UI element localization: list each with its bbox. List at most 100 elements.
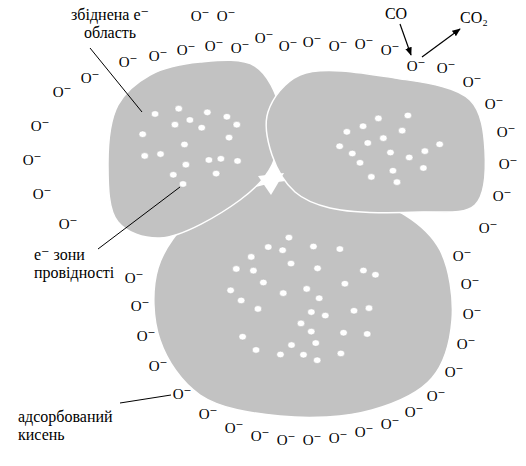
ion-label: O⁻ <box>31 118 50 134</box>
leader-line <box>98 187 180 249</box>
electron-dot <box>264 244 272 251</box>
electron-dot <box>348 150 356 157</box>
callout-label: e⁻ зони провідності <box>34 246 122 282</box>
electron-dot <box>343 129 351 136</box>
electron-dot <box>277 351 285 358</box>
region-label: збіднена e⁻ область <box>45 6 175 42</box>
electron-dot <box>398 127 406 134</box>
electron-dot <box>175 105 183 112</box>
leader-line <box>120 395 171 403</box>
ion-label: O⁻ <box>355 36 374 52</box>
ion-label: O⁻ <box>225 420 244 436</box>
electron-dot <box>336 143 344 150</box>
electron-dot <box>350 307 358 314</box>
electron-dot <box>297 320 305 327</box>
electron-dot <box>389 167 397 174</box>
electron-dot <box>420 165 428 172</box>
ion-label: O⁻ <box>59 216 78 232</box>
electron-dot <box>205 157 213 164</box>
ion-label: O⁻ <box>355 424 374 440</box>
electron-dot <box>141 153 149 160</box>
electron-dot <box>171 121 179 128</box>
electron-dot <box>288 342 296 349</box>
electron-dot <box>372 271 380 278</box>
ion-label: O⁻ <box>251 428 270 444</box>
electron-dot <box>239 333 247 340</box>
ion-label: O⁻ <box>303 34 322 50</box>
electron-dot <box>303 286 311 293</box>
electron-dot <box>375 115 383 122</box>
ion-label: O⁻ <box>461 276 480 292</box>
ion-label: O⁻ <box>381 416 400 432</box>
electron-dot <box>151 111 159 118</box>
electron-dot <box>225 134 233 141</box>
electron-dot <box>360 267 368 274</box>
electron-dot <box>363 331 371 338</box>
electron-dot <box>404 112 412 119</box>
electron-dot <box>315 295 323 302</box>
ion-label: O⁻ <box>463 74 482 90</box>
electron-dot <box>312 340 320 347</box>
electron-dot <box>252 347 260 354</box>
electron-dot <box>217 155 225 162</box>
electron-dot <box>321 312 329 319</box>
electron-dot <box>307 328 315 335</box>
ion-label: O⁻ <box>255 30 274 46</box>
ion-label: O⁻ <box>33 186 52 202</box>
electron-dot <box>365 305 373 312</box>
electron-dot <box>340 329 348 336</box>
ion-label: O⁻ <box>463 306 482 322</box>
electron-dot <box>279 290 287 297</box>
ion-label: O⁻ <box>279 38 298 54</box>
electron-dot <box>393 179 401 186</box>
electron-dot <box>181 141 189 148</box>
ion-label: O⁻ <box>191 8 210 24</box>
gas-label: CO <box>385 5 407 23</box>
ion-label: O⁻ <box>149 358 168 374</box>
ion-label: O⁻ <box>53 84 72 100</box>
electron-dot <box>279 247 287 254</box>
electron-dot <box>341 280 349 287</box>
reaction-arrow <box>400 24 411 55</box>
electron-dot <box>387 149 395 156</box>
ion-label: O⁻ <box>437 60 456 76</box>
ion-label: O⁻ <box>199 406 218 422</box>
ion-label: O⁻ <box>173 386 192 402</box>
ion-label: O⁻ <box>427 388 446 404</box>
ion-label: O⁻ <box>303 432 322 448</box>
electron-dot <box>232 266 240 273</box>
ion-label: O⁻ <box>381 42 400 58</box>
ion-label: O⁻ <box>231 40 250 56</box>
ion-label: O⁻ <box>453 248 472 264</box>
electron-dot <box>436 141 444 148</box>
electron-dot <box>182 161 190 168</box>
electron-dot <box>237 297 245 304</box>
ion-label: O⁻ <box>119 54 138 70</box>
electron-dot <box>157 151 165 158</box>
ion-label: O⁻ <box>499 156 518 172</box>
electron-dot <box>337 350 345 357</box>
electron-dot <box>300 351 308 358</box>
electron-dot <box>364 140 372 147</box>
electron-dot <box>223 113 231 120</box>
electron-dot <box>212 170 220 177</box>
electron-dot <box>287 260 295 267</box>
electron-dot <box>227 287 235 294</box>
ion-label: O⁻ <box>205 38 224 54</box>
ion-label: O⁻ <box>497 124 516 140</box>
ion-label: O⁻ <box>405 404 424 420</box>
ion-label: O⁻ <box>137 328 156 344</box>
electron-dot <box>198 124 206 131</box>
electron-dot <box>308 309 316 316</box>
electron-dot <box>260 279 268 286</box>
electron-dot <box>169 172 177 179</box>
electron-dot <box>179 181 187 188</box>
ion-label: O⁻ <box>23 152 42 168</box>
ion-label: O⁻ <box>329 38 348 54</box>
electron-dot <box>313 357 321 364</box>
ion-label: O⁻ <box>125 270 144 286</box>
grain <box>266 70 485 212</box>
ion-label: O⁻ <box>479 220 498 236</box>
electron-dot <box>380 135 388 142</box>
electron-dot <box>368 174 376 181</box>
